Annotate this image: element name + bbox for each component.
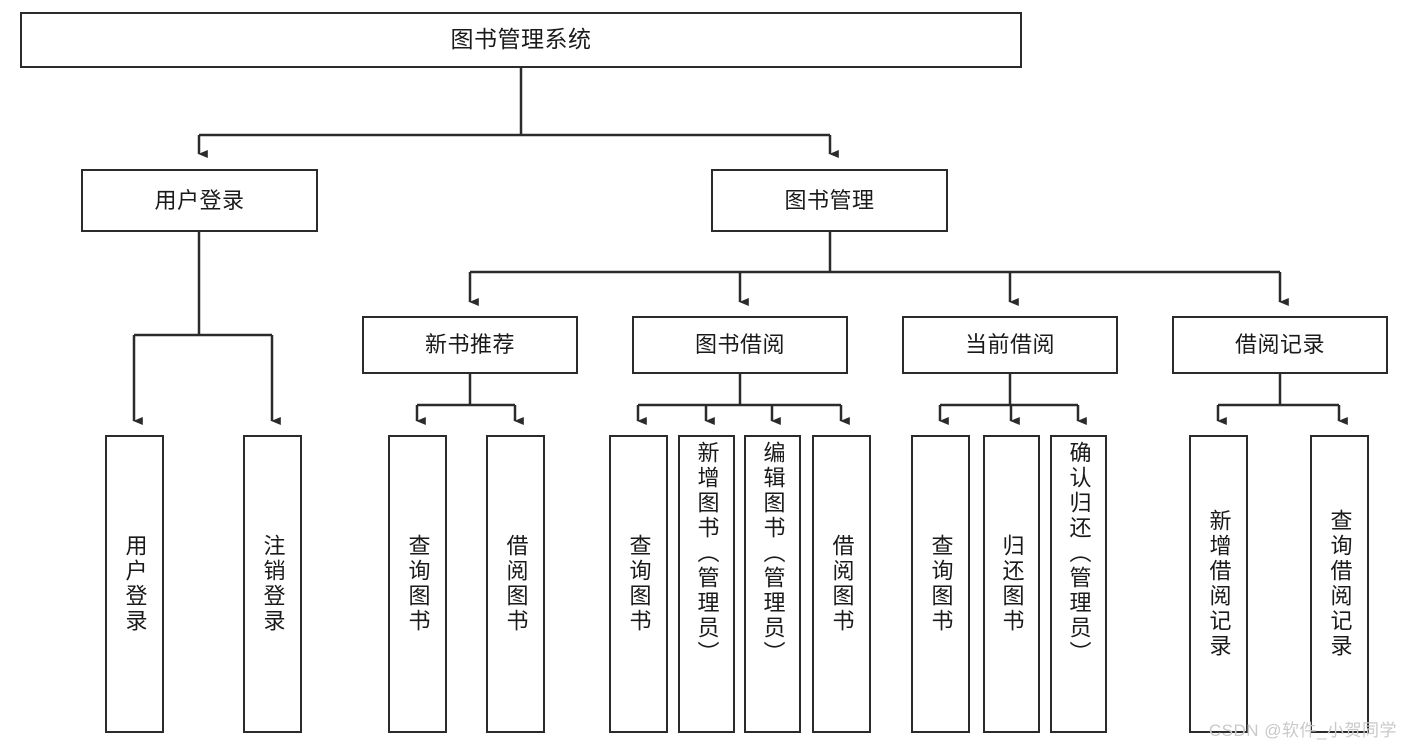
node-root-label: 图书管理系统 <box>450 26 592 53</box>
node-leaf-logout[interactable]: 注销登录 <box>243 435 302 733</box>
node-book-borrow-label: 图书借阅 <box>694 332 785 358</box>
node-leaf-query-book-current[interactable]: 查询图书 <box>911 435 970 733</box>
node-root[interactable]: 图书管理系统 <box>20 12 1022 68</box>
node-book-borrow[interactable]: 图书借阅 <box>632 316 848 374</box>
node-user-login-label: 用户登录 <box>154 187 245 213</box>
node-new-book-recommend[interactable]: 新书推荐 <box>362 316 578 374</box>
node-leaf-edit-book-admin-label: 编辑图书（管理员） <box>760 441 786 666</box>
node-leaf-return-book-label: 归还图书 <box>999 534 1025 634</box>
node-leaf-user-login[interactable]: 用户登录 <box>105 435 164 733</box>
node-leaf-borrow-book-rec[interactable]: 借阅图书 <box>486 435 545 733</box>
node-current-borrow[interactable]: 当前借阅 <box>902 316 1118 374</box>
node-leaf-add-book-admin-label: 新增图书（管理员） <box>694 441 720 666</box>
node-leaf-borrow-book-rec-label: 借阅图书 <box>503 534 529 634</box>
node-user-login[interactable]: 用户登录 <box>81 169 318 232</box>
node-leaf-add-borrow-record-label: 新增借阅记录 <box>1206 509 1232 659</box>
node-new-book-recommend-label: 新书推荐 <box>424 332 515 358</box>
csdn-watermark: CSDN @软件_小贺同学 <box>1208 721 1397 740</box>
node-leaf-query-book-current-label: 查询图书 <box>928 534 954 634</box>
node-leaf-add-borrow-record[interactable]: 新增借阅记录 <box>1189 435 1248 733</box>
node-leaf-borrow-book-borrow[interactable]: 借阅图书 <box>812 435 871 733</box>
node-leaf-query-book-borrow-label: 查询图书 <box>626 534 652 634</box>
node-borrow-record[interactable]: 借阅记录 <box>1172 316 1388 374</box>
node-leaf-query-borrow-record[interactable]: 查询借阅记录 <box>1310 435 1369 733</box>
node-leaf-confirm-return-admin[interactable]: 确认归还（管理员） <box>1050 435 1107 733</box>
node-book-manage[interactable]: 图书管理 <box>711 169 948 232</box>
node-leaf-edit-book-admin[interactable]: 编辑图书（管理员） <box>744 435 801 733</box>
node-leaf-query-book-rec[interactable]: 查询图书 <box>388 435 447 733</box>
node-leaf-query-book-rec-label: 查询图书 <box>405 534 431 634</box>
node-leaf-borrow-book-borrow-label: 借阅图书 <box>829 534 855 634</box>
node-leaf-confirm-return-admin-label: 确认归还（管理员） <box>1066 441 1092 666</box>
node-borrow-record-label: 借阅记录 <box>1234 332 1325 358</box>
node-book-manage-label: 图书管理 <box>784 187 875 213</box>
node-leaf-logout-label: 注销登录 <box>260 534 286 634</box>
node-leaf-user-login-label: 用户登录 <box>122 534 148 634</box>
node-current-borrow-label: 当前借阅 <box>964 332 1055 358</box>
node-leaf-query-borrow-record-label: 查询借阅记录 <box>1327 509 1353 659</box>
node-leaf-add-book-admin[interactable]: 新增图书（管理员） <box>678 435 735 733</box>
node-leaf-return-book[interactable]: 归还图书 <box>983 435 1040 733</box>
node-leaf-query-book-borrow[interactable]: 查询图书 <box>609 435 668 733</box>
